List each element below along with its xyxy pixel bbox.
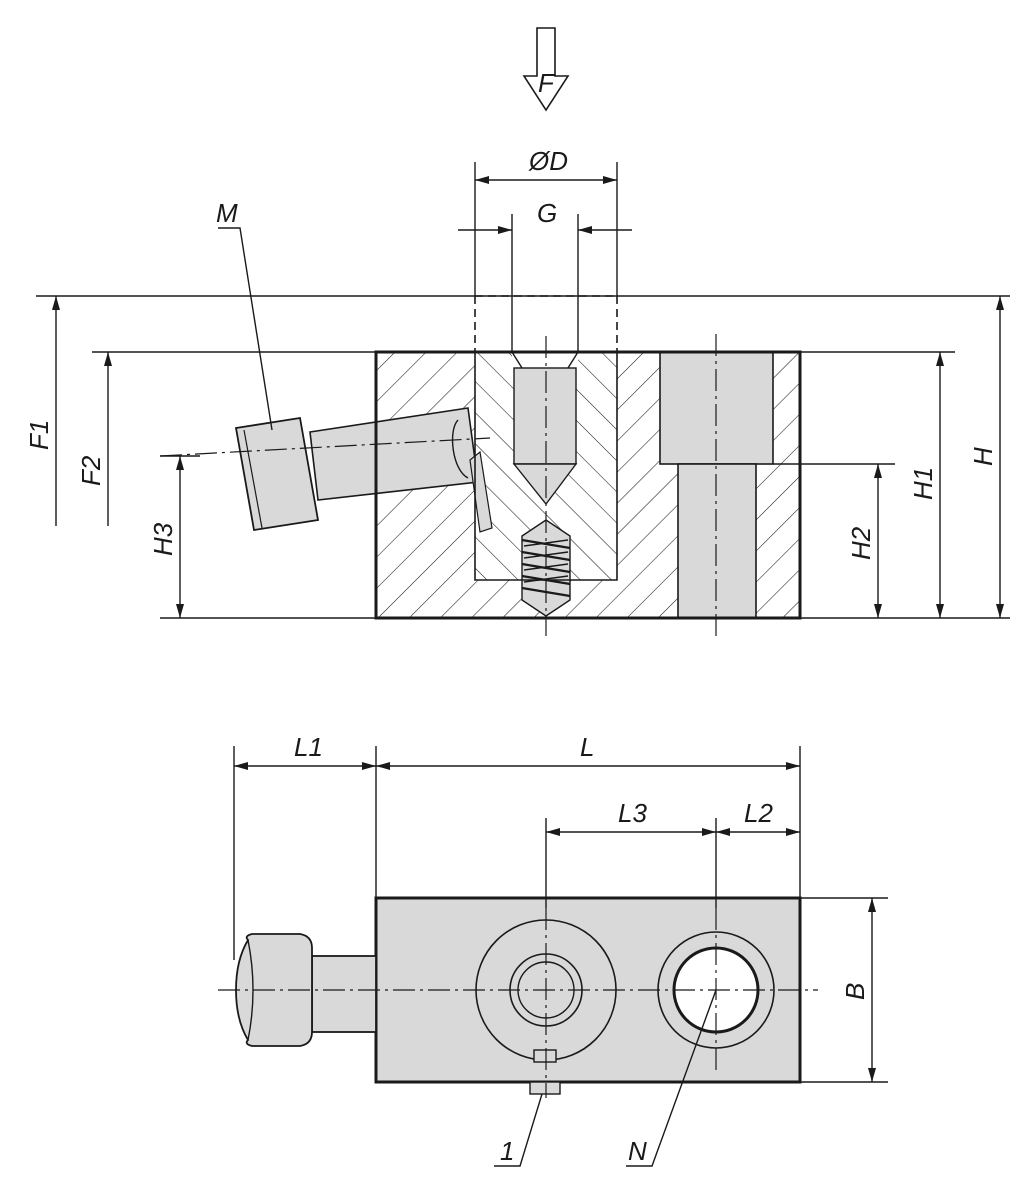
top-view-dimensions: L1 L L3 L2 B 1 N [233, 732, 888, 1167]
plunger-pin [513, 367, 577, 465]
label-H3: H3 [148, 522, 178, 556]
label-L2: L2 [744, 798, 773, 828]
section-view [159, 295, 802, 636]
label-H1: H1 [908, 467, 938, 500]
locking-screw [234, 407, 493, 533]
label-F1: F1 [24, 420, 54, 450]
label-H2: H2 [846, 526, 876, 560]
label-L: L [580, 732, 594, 762]
pin-item-1 [529, 1081, 561, 1095]
section-dimensions: ØD G F1 F2 H3 H2 H1 H M [24, 146, 1010, 619]
label-L1: L1 [294, 732, 323, 762]
force-arrow: F [522, 27, 570, 112]
label-G: G [537, 198, 557, 228]
label-L3: L3 [618, 798, 647, 828]
screw-shaft [311, 955, 377, 1033]
label-item-1: 1 [500, 1136, 514, 1166]
label-F2: F2 [76, 455, 106, 486]
label-F: F [538, 68, 556, 98]
label-N: N [628, 1136, 647, 1166]
label-diameter-D: ØD [528, 146, 568, 176]
label-H: H [968, 447, 998, 466]
through-hole [677, 463, 757, 619]
label-M: M [216, 198, 238, 228]
top-view [218, 896, 818, 1098]
label-B: B [840, 983, 870, 1000]
